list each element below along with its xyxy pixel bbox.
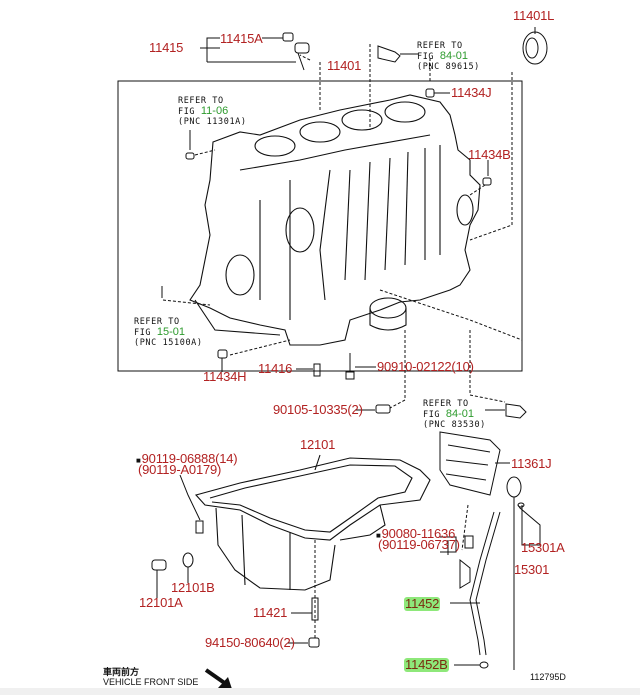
part-label-11416[interactable]: 11416	[258, 361, 293, 376]
fig-prefix: FIG	[134, 328, 152, 338]
oil-pan-drawing	[194, 454, 431, 591]
drawing-number: 112795D	[530, 672, 566, 682]
part-label-11452[interactable]: 11452	[404, 596, 441, 611]
part-label-11401[interactable]: 11401	[327, 58, 362, 73]
oil-jet-drawing	[282, 32, 310, 71]
part-label-11361J[interactable]: 11361J	[511, 456, 552, 471]
part-label-15301A[interactable]: 15301A	[521, 540, 565, 555]
oil-strainer-drawing	[439, 431, 510, 496]
part-label-11421[interactable]: 11421	[253, 605, 288, 620]
leader-11415	[200, 37, 296, 63]
fig-prefix: FIG	[417, 52, 435, 62]
part-label-11415[interactable]: 11415	[149, 40, 184, 55]
part-label-11452B[interactable]: 11452B	[404, 657, 449, 672]
refer-to-text: REFER TO	[178, 96, 224, 106]
pnc-text: (PNC 89615)	[417, 62, 480, 72]
part-label-11434J[interactable]: 11434J	[451, 85, 492, 100]
part-label-90119-06888[interactable]: ■90119-06888(14)	[136, 451, 238, 468]
gauge-guide-drawing	[450, 511, 501, 669]
refer-to-fig-84-01-pnc-89615[interactable]: REFER TO FIG 84-01 (PNC 89615)	[417, 41, 480, 72]
part-label-90119-A0179[interactable]: (90119-A0179)	[138, 462, 222, 477]
fig-link[interactable]: 84-01	[445, 408, 475, 420]
cylinder-block-drawing	[189, 94, 481, 346]
pnc-text: (PNC 11301A)	[178, 117, 247, 127]
part-label-90080-11636[interactable]: ■90080-11636	[376, 527, 455, 543]
part-label-94150-80640[interactable]: 94150-80640(2)	[205, 635, 295, 650]
refer-to-text: REFER TO	[134, 317, 180, 327]
refer-to-fig-84-01-pnc-83530[interactable]: REFER TO FIG 84-01 (PNC 83530)	[423, 399, 486, 430]
pnc-text: (PNC 15100A)	[134, 338, 203, 348]
fig-prefix: FIG	[178, 107, 196, 117]
part-number-text: 90080-11636	[381, 526, 456, 541]
refer-to-text: REFER TO	[417, 41, 463, 51]
fig-link[interactable]: 84-01	[439, 50, 469, 62]
part-label-12101[interactable]: 12101	[300, 437, 336, 452]
fig-prefix: FIG	[423, 410, 441, 420]
part-label-12101B[interactable]: 12101B	[171, 580, 215, 595]
refer-to-fig-15-01-pnc-15100a[interactable]: REFER TO FIG 15-01 (PNC 15100A)	[134, 317, 203, 348]
refer-to-fig-11-06-pnc-11301a[interactable]: REFER TO FIG 11-06 (PNC 11301A)	[178, 96, 247, 127]
pnc-text: (PNC 83530)	[423, 420, 486, 430]
bullet-icon: ■	[136, 456, 141, 465]
part-label-11434B[interactable]: 11434B	[468, 147, 511, 162]
arrow-down-right-icon	[204, 668, 232, 689]
vehicle-front-label-ja: 車両前方	[103, 667, 140, 677]
vehicle-front-label-en: VEHICLE FRONT SIDE	[103, 677, 199, 687]
bullet-icon: ■	[376, 531, 381, 540]
part-label-11415A[interactable]: 11415A	[220, 31, 263, 46]
part-label-15301[interactable]: 15301	[514, 562, 550, 577]
bottom-strip	[0, 688, 640, 695]
oil-pressure-switch-drawing	[377, 45, 418, 63]
part-number-text: 90119-06888(14)	[141, 451, 238, 466]
refer-to-text: REFER TO	[423, 399, 469, 409]
oil-level-gauge-drawing	[506, 476, 541, 670]
part-label-90105-10335[interactable]: 90105-10335(2)	[273, 402, 363, 417]
part-label-12101A[interactable]: 12101A	[139, 595, 183, 610]
part-label-11401L[interactable]: 11401L	[513, 8, 555, 23]
part-label-90119-06737[interactable]: (90119-06737)	[378, 537, 460, 552]
part-label-11434H[interactable]: 11434H	[203, 369, 247, 384]
part-label-90910-02122[interactable]: 90910-02122(10)	[377, 359, 474, 374]
fig-link[interactable]: 15-01	[156, 326, 186, 338]
rear-oil-seal-drawing	[522, 27, 548, 65]
fig-link[interactable]: 11-06	[200, 105, 229, 117]
